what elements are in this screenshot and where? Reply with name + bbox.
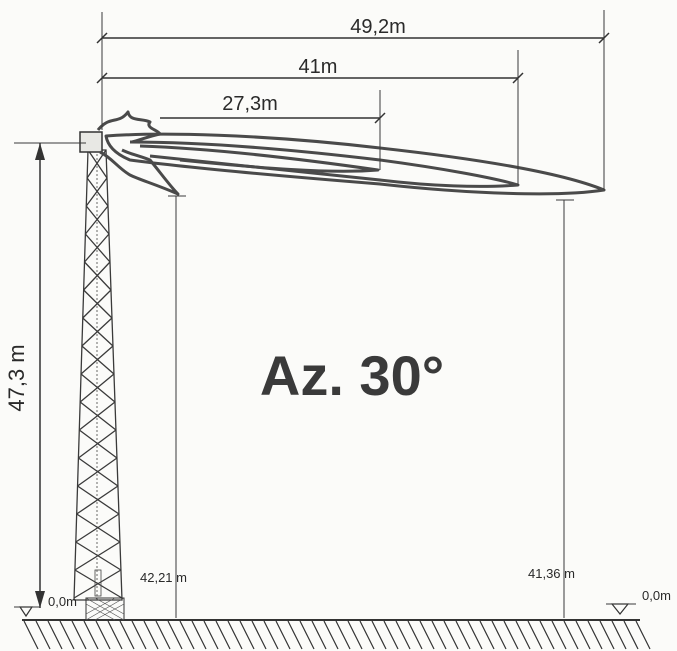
hatch-stroke: [575, 620, 591, 650]
hatch-stroke: [311, 620, 327, 650]
label-base-level: 0,0m: [48, 594, 77, 609]
level-marker-right: [610, 603, 630, 615]
foundation-hatch: [85, 597, 125, 621]
hub-height-dimension: 47,3 m: [4, 142, 86, 608]
hatch-stroke: [167, 620, 183, 650]
hatch-stroke: [119, 620, 135, 650]
hatch-stroke: [227, 620, 243, 650]
ground-level-markers: 0,0m 0,0m: [14, 588, 671, 618]
dim-tick-mid-right: [512, 72, 524, 84]
hatch-stroke: [587, 620, 603, 650]
hatch-stroke: [239, 620, 255, 650]
hub-height-arrow-top: [35, 143, 45, 160]
hatch-stroke: [107, 620, 123, 650]
tip-clearance-lines: 42,21 m 41,36 m: [140, 195, 575, 618]
hatch-stroke: [83, 620, 99, 650]
hub-height-arrow-bottom: [35, 591, 45, 608]
azimuth-title: Az. 30°: [260, 344, 444, 407]
hatch-stroke: [71, 620, 87, 650]
lattice-brace: [73, 569, 122, 599]
hatch-stroke: [395, 620, 411, 650]
tower-foundation: [85, 597, 125, 621]
blade-lower-stub: [99, 148, 180, 196]
hatch-stroke: [635, 620, 651, 650]
hatch-stroke: [515, 620, 531, 650]
rotor-blade: [104, 132, 606, 196]
hatch-stroke: [407, 620, 423, 650]
hatch-stroke: [431, 620, 447, 650]
label-blade-radius-mid: 41m: [299, 56, 338, 78]
lattice-brace: [84, 261, 112, 291]
lattice-brace: [85, 205, 110, 235]
hatch-stroke: [143, 620, 159, 650]
hatch-stroke: [371, 620, 387, 650]
lattice-brace: [74, 541, 121, 571]
label-left-tip-height: 42,21 m: [140, 570, 187, 585]
hatch-stroke: [527, 620, 543, 650]
hatch-stroke: [323, 620, 339, 650]
horizontal-dimensions: 49,2m 41m 27,3m: [96, 16, 610, 124]
blade-inner-outline: [139, 144, 380, 173]
dim-tick-mid-left: [96, 72, 108, 84]
hatch-stroke: [347, 620, 363, 650]
ground: [22, 619, 651, 650]
dim-tick-outer-left: [96, 32, 108, 44]
label-blade-radius-inner: 27,3m: [222, 93, 278, 115]
nacelle: [79, 131, 103, 153]
hatch-stroke: [599, 620, 615, 650]
hatch-stroke: [539, 620, 555, 650]
label-blade-radius-outer: 49,2m: [350, 16, 406, 38]
hatch-stroke: [59, 620, 75, 650]
level-marker-left: [18, 606, 34, 618]
hatch-stroke: [251, 620, 267, 650]
hatch-stroke: [383, 620, 399, 650]
hatch-stroke: [563, 620, 579, 650]
hatch-stroke: [95, 620, 111, 650]
hatch-stroke: [179, 620, 195, 650]
label-right-level: 0,0m: [642, 588, 671, 603]
hatch-stroke: [275, 620, 291, 650]
blade-outer-outline: [104, 132, 606, 196]
hatch-stroke: [287, 620, 303, 650]
lattice-brace: [84, 233, 111, 263]
hatch-stroke: [155, 620, 171, 650]
label-right-tip-height: 41,36 m: [528, 566, 575, 581]
blade-upper-stub: [96, 110, 162, 144]
hatch-stroke: [551, 620, 567, 650]
dim-tick-inner-right: [374, 112, 386, 124]
ground-hatching: [23, 620, 651, 650]
hatch-stroke: [191, 620, 207, 650]
hatch-stroke: [335, 620, 351, 650]
hatch-stroke: [611, 620, 627, 650]
hatch-stroke: [419, 620, 435, 650]
hatch-stroke: [47, 620, 63, 650]
hatch-stroke: [131, 620, 147, 650]
lattice-brace: [87, 149, 108, 179]
lattice-brace: [83, 289, 113, 319]
hatch-stroke: [215, 620, 231, 650]
hatch-stroke: [299, 620, 315, 650]
extension-lines: [101, 10, 605, 190]
hatch-stroke: [443, 620, 459, 650]
hatch-stroke: [263, 620, 279, 650]
hatch-stroke: [23, 620, 39, 650]
hatch-stroke: [455, 620, 471, 650]
hatch-stroke: [467, 620, 483, 650]
hatch-stroke: [491, 620, 507, 650]
hatch-stroke: [35, 620, 51, 650]
tower-door: [94, 569, 102, 597]
lattice-brace: [86, 177, 109, 207]
dim-tick-outer-right: [598, 32, 610, 44]
hatch-stroke: [623, 620, 639, 650]
hatch-stroke: [203, 620, 219, 650]
lattice-tower: [73, 149, 125, 621]
label-hub-height: 47,3 m: [4, 344, 29, 411]
hatch-stroke: [503, 620, 519, 650]
nacelle-hub: [79, 110, 180, 196]
tower-lattice: [73, 149, 123, 599]
hatch-stroke: [479, 620, 495, 650]
hatch-stroke: [359, 620, 375, 650]
